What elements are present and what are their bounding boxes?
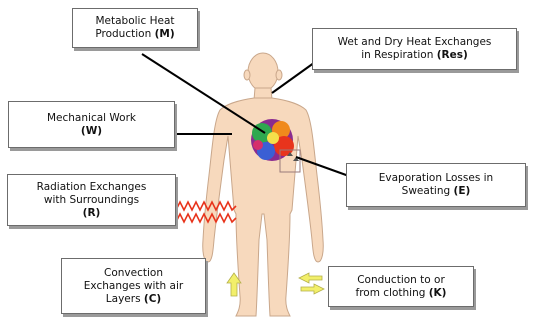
evaporation-label-line1: Evaporation Losses in [347,172,525,185]
metabolic-heat-label-box: Metabolic Heat Production (M) [72,8,198,48]
convection-label-box: Convection Exchanges with air Layers (C) [61,258,206,314]
radiation-wave-2 [168,214,236,222]
radiation-symbol: (R) [8,207,175,220]
convection-symbol: (C) [144,293,161,305]
mechanical-work-label-box: Mechanical Work (W) [8,101,175,148]
respiration-label-line1: Wet and Dry Heat Exchanges [313,36,516,49]
convection-label-line3-wrap: Layers (C) [62,293,205,306]
evaporation-symbol: (E) [454,185,471,197]
evaporation-label-box: Evaporation Losses in Sweating (E) [346,163,526,207]
mechanical-label-line1: Mechanical Work [9,112,174,125]
mechanical-symbol: (W) [9,125,174,138]
evaporation-label-line2-wrap: Sweating (E) [347,185,525,198]
conduction-label-box: Conduction to or from clothing (K) [328,266,474,307]
evaporation-label-line2: Sweating [402,185,451,197]
convection-label-line1: Convection [62,267,205,280]
respiration-label-line2-wrap: in Respiration (Res) [313,49,516,62]
metabolic-symbol: (M) [155,28,175,40]
respiration-label-box: Wet and Dry Heat Exchanges in Respiratio… [312,28,517,70]
radiation-label-line1: Radiation Exchanges [8,181,175,194]
conduction-symbol: (K) [429,287,447,299]
metabolic-label-line2: Production [95,28,151,40]
metabolic-organs-graphic [251,119,294,161]
metabolic-label-line1: Metabolic Heat [73,15,197,28]
metabolic-label-line2-wrap: Production (M) [73,28,197,41]
conduction-label-line2: from clothing [356,287,426,299]
conduction-label-line1: Conduction to or [329,274,473,287]
convection-label-line3: Layers [106,293,141,305]
respiration-symbol: (Res) [437,49,468,61]
conduction-label-line2-wrap: from clothing (K) [329,287,473,300]
radiation-label-line2: with Surroundings [8,194,175,207]
respiration-label-line2: in Respiration [361,49,433,61]
convection-label-line2: Exchanges with air [62,280,205,293]
radiation-label-box: Radiation Exchanges with Surroundings (R… [7,174,176,226]
conduction-arrows-icon [299,273,324,294]
